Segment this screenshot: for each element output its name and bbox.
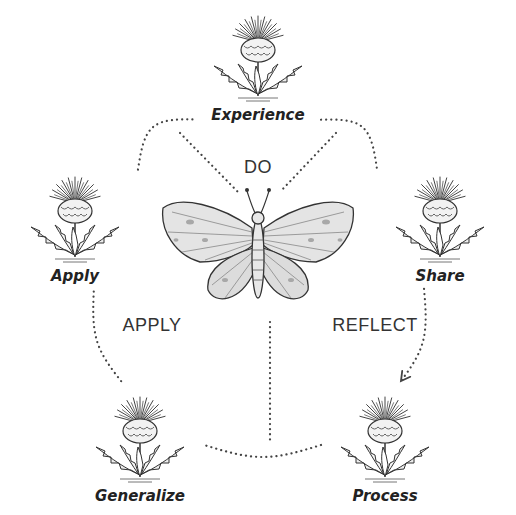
cycle-arc: [204, 445, 321, 457]
cycle-arc: [93, 289, 121, 381]
phase-word: REFLECT: [332, 315, 418, 336]
flower-stage-node: Process: [325, 385, 445, 505]
flower-stage-node: Generalize: [80, 385, 200, 505]
flower-illustrations: [31, 16, 484, 482]
divider-line: [269, 322, 271, 440]
sector-dividers: [180, 133, 336, 440]
phase-word: APPLY: [122, 315, 181, 336]
thistle-flower: [341, 397, 429, 482]
divider-line: [280, 133, 336, 192]
flower-stage-node: Share: [380, 165, 500, 285]
antenna-tip: [245, 188, 249, 192]
cycle-arc: [138, 119, 195, 169]
thistle-flower: [31, 177, 119, 262]
antenna-tip: [267, 188, 271, 192]
butterfly-illustration: [163, 188, 354, 299]
stage-label: Generalize: [80, 487, 200, 505]
thistle-flower: [396, 177, 484, 262]
thistle-flower: [214, 16, 302, 101]
divider-line: [180, 133, 238, 192]
butterfly-wing: [208, 248, 254, 299]
stage-label: Apply: [15, 267, 135, 285]
butterfly-body: [252, 218, 264, 298]
stage-label: Share: [380, 267, 500, 285]
thistle-flower: [96, 397, 184, 482]
stage-label: Process: [325, 487, 445, 505]
flower-stage-node: Apply: [15, 165, 135, 285]
stage-label: Experience: [198, 106, 318, 124]
butterfly-wing: [262, 248, 308, 299]
cycle-arc: [321, 120, 377, 170]
wing-veins: [168, 212, 348, 298]
cycle-arc: [401, 289, 426, 381]
phase-word: DO: [244, 157, 272, 178]
body-segments: [252, 240, 264, 280]
butterfly-head: [252, 212, 264, 224]
flower-stage-node: Experience: [198, 4, 318, 124]
butterfly-antenna: [247, 191, 269, 213]
